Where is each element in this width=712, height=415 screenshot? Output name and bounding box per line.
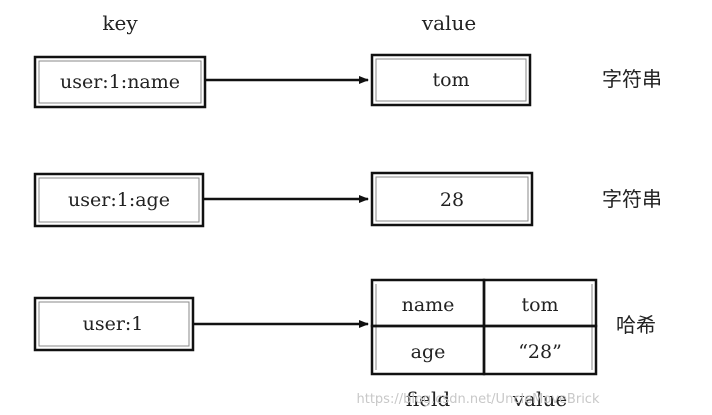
type-label-string-2: 字符串 xyxy=(602,187,662,211)
row-name: user:1:name tom 字符串 xyxy=(33,53,662,109)
value-box-age xyxy=(370,171,534,227)
value-label-age: 28 xyxy=(440,189,464,211)
hash-table: name tom age “28” xyxy=(370,278,598,376)
watermark-text: https://blog.csdn.net/UncleMoveBrick xyxy=(357,392,600,407)
hash-value-2: “28” xyxy=(518,341,562,363)
row-hash: user:1 name tom age “28” 哈希 xyxy=(33,278,656,376)
hash-cell-value-2 xyxy=(482,324,598,376)
value-column-header: value xyxy=(421,11,476,35)
hash-field-2: age xyxy=(411,341,446,363)
hash-field-1: name xyxy=(402,294,455,316)
type-label-hash: 哈希 xyxy=(616,313,656,337)
value-footer-label: value xyxy=(512,387,567,411)
hash-value-1: tom xyxy=(521,294,558,316)
key-label-hash: user:1 xyxy=(83,313,144,335)
type-label-string-1: 字符串 xyxy=(602,67,662,91)
value-box-name xyxy=(370,53,532,107)
value-label-name: tom xyxy=(432,69,469,91)
row-age: user:1:age 28 字符串 xyxy=(33,171,662,228)
key-label-age: user:1:age xyxy=(68,189,170,211)
key-column-header: key xyxy=(102,11,138,35)
field-footer-label: field xyxy=(406,387,451,411)
key-label-name: user:1:name xyxy=(60,71,180,93)
key-box-name xyxy=(33,55,207,109)
